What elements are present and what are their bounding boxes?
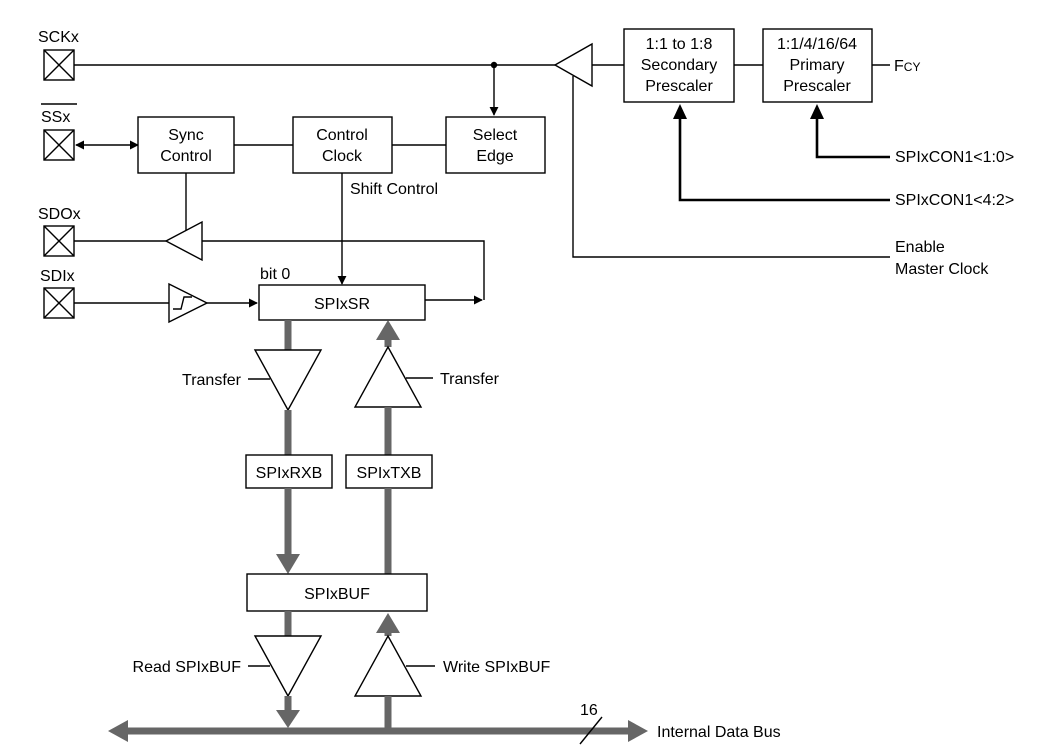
tx-transfer-label: Transfer: [440, 371, 500, 388]
secondary-prescaler-line-2: Secondary: [641, 57, 718, 74]
sync-control-line-2: Control: [160, 148, 212, 165]
spixtxb-label: SPIxTXB: [357, 465, 422, 482]
secondary-prescaler-block: 1:1 to 1:8 Secondary Prescaler: [623, 28, 735, 103]
enable-master-clock-label-1: Enable: [895, 239, 945, 256]
write-buf-label: Write SPIxBUF: [443, 659, 551, 676]
spixcon1-42-arrow: [673, 104, 687, 119]
spixcon1-42-label: SPIxCON1<4:2>: [895, 192, 1014, 209]
control-clock-block: Control Clock: [292, 116, 393, 174]
write-to-buf-arrow: [376, 613, 400, 633]
select-edge-block: Select Edge: [445, 116, 546, 174]
pin-sckx: SCKx: [38, 29, 79, 81]
sync-control-line-1: Sync: [168, 127, 204, 144]
pin-label-sdox: SDOx: [38, 206, 81, 223]
primary-prescaler-block: 1:1/4/16/64 Primary Prescaler: [762, 28, 873, 103]
internal-bus-label: Internal Data Bus: [657, 724, 781, 741]
primary-prescaler-line-2: Primary: [789, 57, 844, 74]
secondary-prescaler-line-1: 1:1 to 1:8: [646, 36, 713, 53]
pin-label-sdix: SDIx: [40, 268, 75, 285]
pin-label-ssx: SSx: [41, 109, 70, 126]
tx-transfer-buffer: [353, 345, 423, 408]
bus-width-label: 16: [580, 702, 598, 719]
spixtxb-block: SPIxTXB: [345, 454, 433, 489]
tx-to-sr-arrow: [376, 320, 400, 340]
spixcon1-10-wire: [815, 115, 890, 159]
control-clock-line-2: Clock: [322, 148, 363, 165]
fcy-sub: CY: [904, 60, 921, 74]
pin-label-sckx: SCKx: [38, 29, 79, 46]
secondary-prescaler-line-3: Prescaler: [645, 78, 713, 95]
spixcon1-10-label: SPIxCON1<1:0>: [895, 149, 1014, 166]
spixcon1-42-wire: [678, 115, 890, 202]
spixsr-block: SPIxSR: [258, 284, 426, 321]
spixrxb-label: SPIxRXB: [256, 465, 323, 482]
schmitt-trigger-buffer: [168, 282, 209, 324]
shift-control-label: Shift Control: [350, 181, 438, 198]
read-to-bus-arrow: [276, 710, 300, 728]
spixbuf-label: SPIxBUF: [304, 586, 370, 603]
rx-transfer-buffer: [253, 349, 323, 412]
bus-left-arrow: [108, 720, 128, 742]
bus-width-slash: [579, 716, 603, 745]
spixbuf-block: SPIxBUF: [246, 573, 428, 612]
pin-sdix: SDIx: [40, 268, 75, 319]
read-buffer: [253, 635, 323, 698]
fcy-label: FCY: [894, 58, 920, 75]
bus-right-arrow: [628, 720, 648, 742]
fcy-main: F: [894, 58, 904, 75]
rx-transfer-label: Transfer: [182, 372, 242, 389]
sync-control-block: Sync Control: [137, 116, 235, 174]
select-edge-line-2: Edge: [476, 148, 513, 165]
rx-to-buf-arrow: [276, 554, 300, 574]
pin-ssx: SSx: [41, 103, 77, 161]
control-clock-line-1: Control: [316, 127, 368, 144]
pin-sdox: SDOx: [38, 206, 81, 257]
schmitt-symbol: [173, 296, 192, 310]
select-edge-line-1: Select: [473, 127, 518, 144]
spixrxb-block: SPIxRXB: [245, 454, 333, 489]
enable-master-clock-wire: [572, 76, 890, 258]
primary-prescaler-line-3: Prescaler: [783, 78, 851, 95]
sdo-output-buffer: [164, 220, 203, 262]
sr-to-sdo-wire: [202, 240, 485, 300]
primary-prescaler-line-1: 1:1/4/16/64: [777, 36, 857, 53]
bit0-label: bit 0: [260, 266, 290, 283]
read-buf-label: Read SPIxBUF: [133, 659, 242, 676]
enable-master-clock-label-2: Master Clock: [895, 261, 989, 278]
spixcon1-10-arrow: [810, 104, 824, 119]
spixsr-label: SPIxSR: [314, 296, 370, 313]
